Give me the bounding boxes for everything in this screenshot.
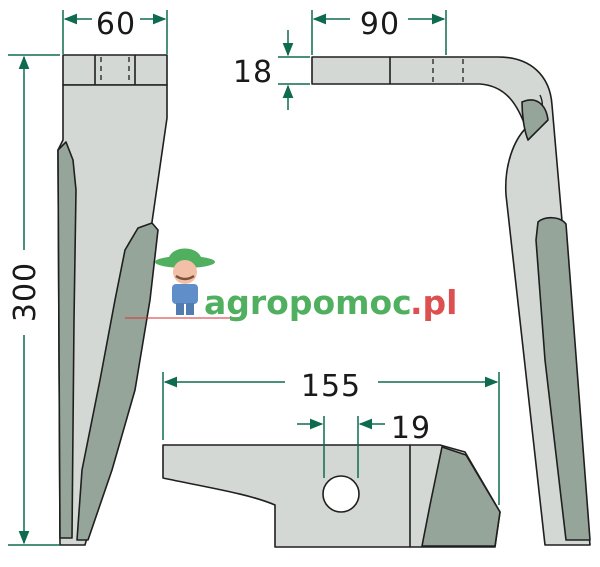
top-view-blade [162, 444, 501, 548]
front-view-blade [57, 54, 168, 546]
front-view-left-edge [57, 141, 77, 539]
dim-label-width: 60 [96, 7, 136, 42]
dimension-lines [8, 10, 500, 546]
dim-label-bolt-offset: 19 [391, 411, 431, 446]
side-view-tine [311, 56, 591, 546]
watermark-domain: .pl [410, 283, 457, 322]
top-view-bolt-hole [322, 475, 360, 513]
dim-label-side-length: 155 [301, 369, 361, 404]
dim-label-thickness: 18 [233, 55, 273, 90]
farmer-mascot-icon [155, 248, 215, 315]
side-view-bend-shade [521, 99, 549, 141]
dim-label-top-length: 90 [360, 7, 400, 42]
front-view-mount-block [62, 54, 168, 86]
front-view-wear-plate [76, 222, 159, 541]
side-view-tine-body [311, 56, 591, 546]
agropomoc-watermark: agropomoc .pl [125, 248, 457, 322]
dim-label-height: 300 [8, 262, 43, 322]
watermark-brand: agropomoc [204, 283, 412, 322]
top-view-wear-plate [421, 446, 501, 547]
side-view-wear-plate [535, 216, 591, 541]
